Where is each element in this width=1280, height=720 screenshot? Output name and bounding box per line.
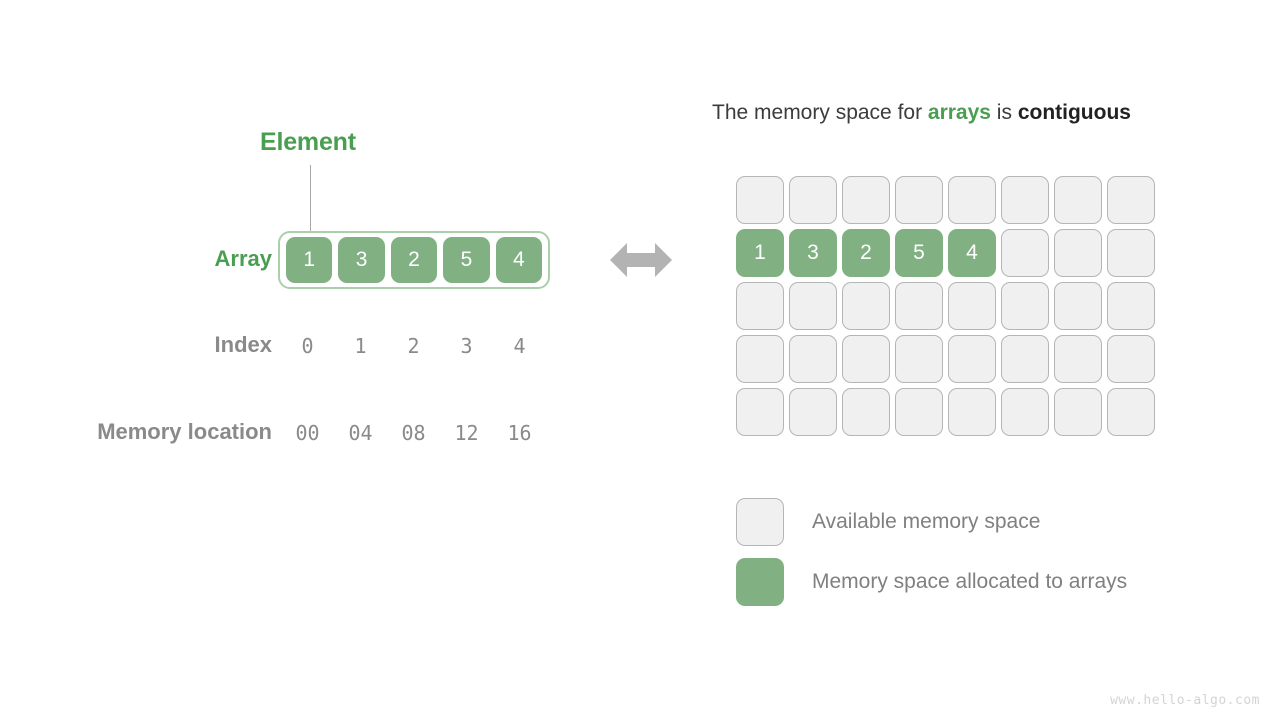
title-highlight-contiguous: contiguous	[1017, 101, 1131, 124]
memory-cell-available	[1107, 388, 1155, 436]
memory-cell-available	[789, 335, 837, 383]
memory-location-value: 12	[454, 421, 479, 445]
legend-row: Memory space allocated to arrays	[736, 552, 1127, 612]
element-callout-label: Element	[260, 128, 356, 156]
legend-swatch-available	[736, 498, 784, 546]
memory-cell-available	[1054, 388, 1102, 436]
index-value: 4	[513, 334, 526, 358]
memory-cell-available	[1001, 388, 1049, 436]
memory-cell-available	[948, 388, 996, 436]
array-cell: 5	[443, 237, 490, 283]
memory-location-row: 00 04 08 12 16	[278, 421, 550, 445]
index-row: 0 1 2 3 4	[278, 334, 550, 358]
memory-cell-available	[842, 282, 890, 330]
memory-cell-available	[948, 176, 996, 224]
row-label-memory: Memory location	[97, 419, 272, 444]
array-cell: 4	[495, 237, 543, 283]
title-highlight-arrays: arrays	[927, 101, 991, 124]
legend-label: Available memory space	[812, 510, 1041, 533]
memory-cell-available	[842, 176, 890, 224]
memory-cell-available	[948, 335, 996, 383]
memory-cell-available	[1054, 282, 1102, 330]
memory-cell-available	[895, 388, 943, 436]
memory-cell-available	[1001, 335, 1049, 383]
memory-cell-available	[1054, 176, 1102, 224]
row-label-array: Array	[214, 246, 272, 271]
memory-cell-available	[1107, 335, 1155, 383]
memory-cell-available	[1054, 335, 1102, 383]
legend-row: Available memory space	[736, 492, 1127, 552]
index-value: 2	[407, 334, 420, 358]
array-cell: 1	[286, 237, 333, 283]
index-value: 1	[354, 334, 367, 358]
memory-cell-available	[789, 282, 837, 330]
memory-cell-available	[736, 282, 784, 330]
memory-cell-available	[895, 282, 943, 330]
memory-location-value: 08	[401, 421, 426, 445]
memory-location-value: 00	[295, 421, 320, 445]
memory-cell-available	[1107, 229, 1155, 277]
memory-cell-available	[1001, 229, 1049, 277]
right-panel-title: The memory space for arrays is contiguou…	[712, 101, 1131, 125]
watermark: www.hello-algo.com	[1110, 693, 1260, 708]
index-value: 0	[301, 334, 314, 358]
memory-cell-available	[1107, 176, 1155, 224]
memory-location-value: 16	[507, 421, 532, 445]
array-cell: 2	[390, 237, 438, 283]
array-cell: 3	[338, 237, 385, 283]
double-arrow-icon	[610, 239, 672, 281]
memory-cell-available	[736, 388, 784, 436]
memory-location-value: 04	[348, 421, 373, 445]
title-part-2: is	[990, 101, 1018, 124]
memory-cell-available	[895, 335, 943, 383]
memory-cell-available	[842, 388, 890, 436]
memory-cell-allocated: 4	[948, 229, 996, 277]
memory-cell-allocated: 1	[736, 229, 784, 277]
index-value: 3	[460, 334, 473, 358]
memory-cell-available	[1054, 229, 1102, 277]
memory-cell-available	[1001, 282, 1049, 330]
memory-cell-available	[842, 335, 890, 383]
element-callout-line	[310, 165, 311, 236]
memory-cell-available	[736, 335, 784, 383]
memory-cell-allocated: 2	[842, 229, 890, 277]
memory-cell-available	[1107, 282, 1155, 330]
memory-cell-allocated: 5	[895, 229, 943, 277]
memory-cell-available	[948, 282, 996, 330]
memory-cell-available	[736, 176, 784, 224]
legend-label: Memory space allocated to arrays	[812, 570, 1128, 593]
memory-cell-available	[1001, 176, 1049, 224]
memory-cell-allocated: 3	[789, 229, 837, 277]
memory-cell-available	[789, 176, 837, 224]
memory-cell-available	[789, 388, 837, 436]
memory-cell-available	[895, 176, 943, 224]
legend-swatch-allocated	[736, 558, 784, 606]
title-part-1: The memory space for	[712, 101, 928, 124]
row-label-index: Index	[214, 332, 272, 357]
